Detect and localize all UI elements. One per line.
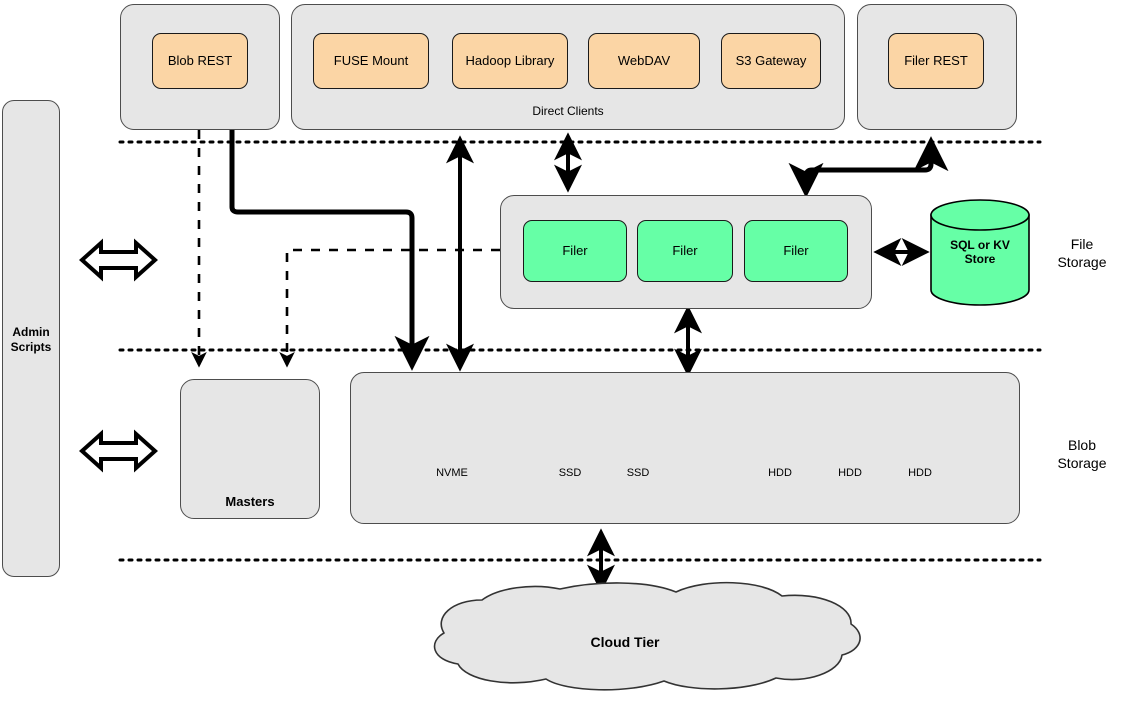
filer-node-2-label: Filer xyxy=(672,242,698,258)
filer-rest-node[interactable]: Filer REST xyxy=(888,33,984,89)
layer-label-blob-storage: Blob Storage xyxy=(1057,437,1107,471)
admin-arrow-file-storage xyxy=(79,238,158,282)
metastore-cylinder xyxy=(930,199,1030,306)
filer-node-2[interactable]: Filer xyxy=(637,220,733,282)
masters-group xyxy=(180,379,320,519)
filer-node-1[interactable]: Filer xyxy=(523,220,627,282)
hadoop-library-node[interactable]: Hadoop Library xyxy=(452,33,568,89)
admin-arrow-blob-storage xyxy=(79,429,158,473)
admin-scripts-panel[interactable]: Admin Scripts xyxy=(2,100,60,577)
connector-blobrest-to-blobstorage xyxy=(229,130,430,371)
webdav-node[interactable]: WebDAV xyxy=(588,33,700,89)
fuse-mount-node[interactable]: FUSE Mount xyxy=(313,33,429,89)
webdav-label: WebDAV xyxy=(617,52,671,68)
s3-gateway-node[interactable]: S3 Gateway xyxy=(721,33,821,89)
blob-storage-group xyxy=(350,372,1020,524)
filer-rest-label: Filer REST xyxy=(904,52,968,68)
layer-label-file-storage: File Storage xyxy=(1057,236,1107,270)
fuse-mount-label: FUSE Mount xyxy=(333,52,409,68)
filer-rest-group xyxy=(857,4,1017,130)
hadoop-library-label: Hadoop Library xyxy=(465,52,555,68)
s3-gateway-label: S3 Gateway xyxy=(735,52,807,68)
blob-rest-node[interactable]: Blob REST xyxy=(152,33,248,89)
filer-node-3[interactable]: Filer xyxy=(744,220,848,282)
cloud-tier-shape xyxy=(433,581,861,691)
filer-node-1-label: Filer xyxy=(562,242,588,258)
connector-filerrest-to-filer xyxy=(788,136,949,198)
cloud-tier-label: Cloud Tier xyxy=(590,634,660,650)
masters-label: Masters xyxy=(225,494,275,509)
admin-scripts-label: Admin Scripts xyxy=(10,325,52,354)
filer-node-3-label: Filer xyxy=(783,242,809,258)
connector-filer-to-masters xyxy=(279,248,500,368)
direct-clients-caption: Direct Clients xyxy=(532,104,604,118)
blob-rest-label: Blob REST xyxy=(167,52,233,68)
